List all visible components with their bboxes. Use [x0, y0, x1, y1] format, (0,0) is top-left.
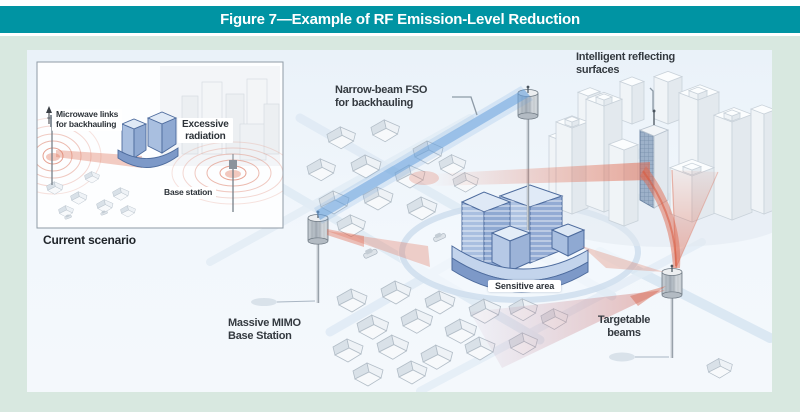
figure-title-bar: Figure 7—Example of RF Emission-Level Re… [0, 6, 800, 33]
beam-target-glow [409, 171, 439, 185]
microwave-label-arrow [46, 106, 52, 124]
inset-sensitive-buildings [117, 111, 179, 168]
targetable-beams-pole [661, 264, 683, 358]
figure-title: Figure 7—Example of RF Emission-Level Re… [220, 11, 580, 28]
label-intelligent-reflecting-surfaces: Intelligent reflecting surfaces [576, 51, 676, 76]
inset-panel [36, 61, 284, 229]
inset-caption: Current scenario [43, 233, 136, 247]
label-narrow-beam-fso: Narrow-beam FSO for backhauling [335, 84, 428, 109]
label-targetable-beams: Targetable beams [597, 314, 651, 339]
label-connectors [452, 87, 654, 116]
label-sensitive-area: Sensitive area [488, 280, 562, 292]
inset-skyline [181, 78, 280, 161]
mimo-base-station-pole [307, 210, 329, 303]
label-excessive-radiation: Excessive radiation [178, 118, 233, 143]
label-microwave-links: Microwave links for backhauling [52, 109, 123, 131]
label-massive-mimo-base-station: Massive MIMO Base Station [228, 317, 301, 342]
label-base-station: Base station [160, 187, 217, 199]
pole-shadows [251, 298, 669, 362]
scene-illustration [36, 61, 772, 392]
fso-beam [314, 86, 533, 224]
red-beams [327, 162, 719, 368]
sensitive-area-buildings [451, 184, 589, 293]
inset-right-antenna [229, 154, 237, 212]
